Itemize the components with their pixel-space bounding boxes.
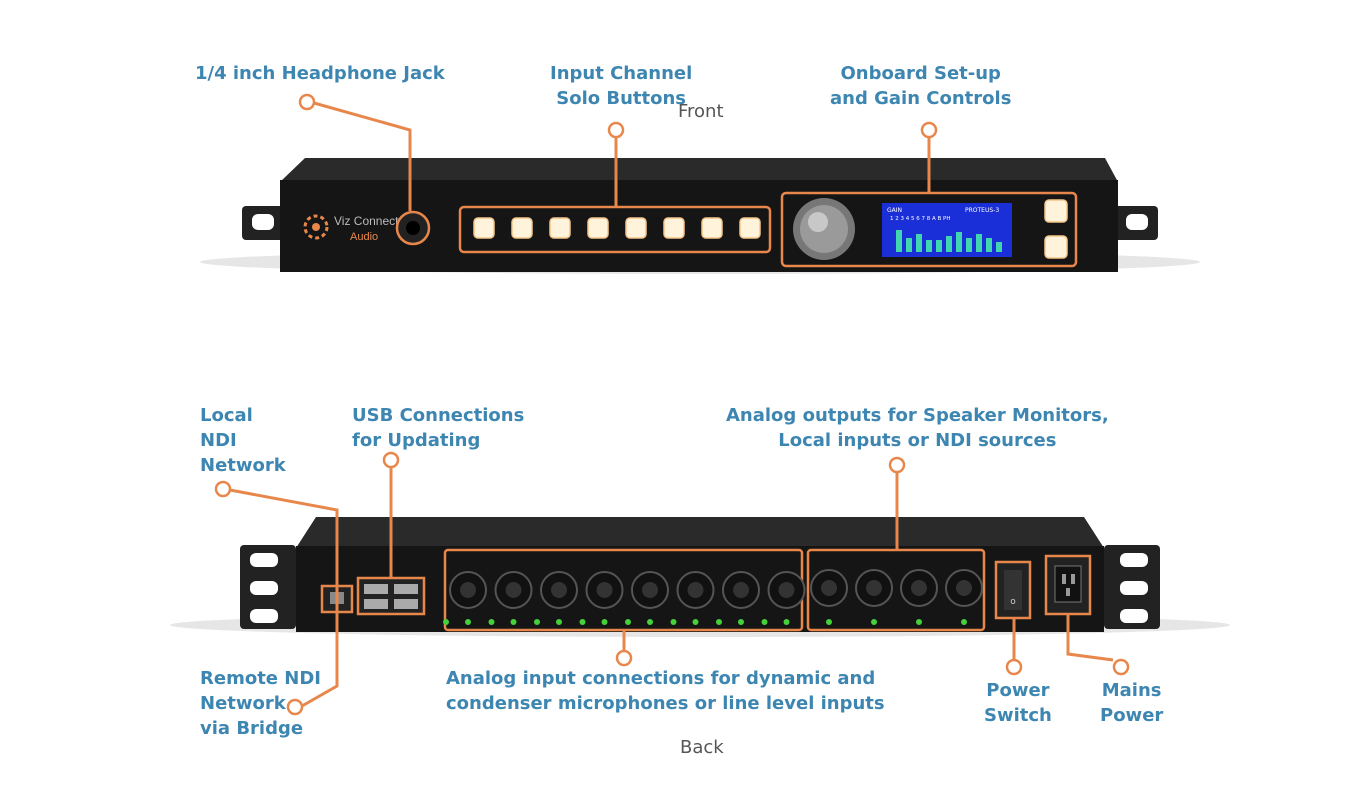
meter-bar — [986, 238, 992, 252]
signal-led — [488, 619, 495, 625]
xlr-output-core — [956, 580, 972, 596]
xlr-input-core — [505, 582, 522, 598]
signal-led — [916, 619, 922, 625]
meter-bar — [956, 232, 962, 252]
callout-lines — [229, 101, 1114, 708]
callout-headphone-jack: 1/4 inch Headphone Jack — [195, 63, 445, 84]
xlr-input-core — [460, 582, 476, 598]
meter-bar — [926, 240, 932, 252]
meter-bar — [906, 238, 912, 252]
callout-local-ndi: Local NDI Network — [200, 405, 286, 476]
signal-led — [716, 619, 722, 625]
signal-led — [601, 619, 608, 625]
solo-button-7[interactable] — [701, 217, 723, 239]
display-channels: 1 2 3 4 5 6 7 8 A B PH — [890, 216, 950, 222]
meter-bar — [896, 230, 902, 252]
xlr-inputs — [443, 571, 806, 625]
signal-led — [761, 619, 768, 625]
xlr-input-core — [642, 582, 658, 598]
solo-button-4[interactable] — [587, 217, 609, 239]
signal-led — [443, 619, 449, 625]
brand-sub: Audio — [350, 231, 378, 243]
signal-led — [670, 619, 677, 625]
xlr-input-core — [687, 582, 704, 598]
callout-remote-ndi: Remote NDI Network via Bridge — [200, 668, 321, 739]
meter-bar — [996, 242, 1002, 252]
svg-text:o: o — [1010, 597, 1016, 607]
xlr-output-core — [911, 580, 927, 596]
display-model-label: PROTEUS-3 — [965, 207, 999, 214]
menu-button-bottom[interactable] — [1044, 235, 1068, 259]
callout-mains-power: Mains Power — [1100, 680, 1164, 726]
solo-button-6[interactable] — [663, 217, 685, 239]
callout-power-switch: Power Switch — [984, 680, 1052, 726]
signal-led — [647, 619, 653, 625]
signal-led — [783, 619, 790, 625]
meter-bar — [946, 236, 952, 252]
signal-led — [510, 619, 517, 625]
solo-button-5[interactable] — [625, 217, 647, 239]
callout-solo-buttons: Input Channel Solo Buttons — [550, 63, 693, 109]
callout-setup-controls: Onboard Set-up and Gain Controls — [830, 63, 1012, 109]
mains-leader — [1066, 614, 1114, 662]
front-unit: Viz Connect Audio GAIN PROTEUS-3 1 2 3 4… — [200, 158, 1200, 274]
signal-led — [961, 619, 967, 625]
signal-led — [465, 619, 471, 625]
caption-back: Back — [680, 737, 724, 758]
display-meters — [896, 230, 1002, 252]
signal-led — [738, 619, 744, 625]
meter-bar — [976, 234, 982, 252]
meter-bar — [936, 240, 942, 252]
solo-button-3[interactable] — [549, 217, 571, 239]
brand-name: Viz Connect — [334, 214, 399, 228]
xlr-input-core — [551, 582, 567, 598]
signal-led — [826, 619, 832, 625]
solo-button-2[interactable] — [511, 217, 533, 239]
headphone-leader — [313, 101, 412, 211]
xlr-output-core — [866, 580, 882, 596]
callout-dots — [214, 93, 1130, 716]
signal-led — [625, 619, 631, 625]
xlr-outputs — [810, 569, 983, 625]
callout-usb: USB Connections for Updating — [352, 405, 525, 451]
ndi-leader — [229, 488, 339, 708]
display-gain-label: GAIN — [887, 207, 902, 214]
meter-bar — [916, 234, 922, 252]
menu-button-top[interactable] — [1044, 199, 1068, 223]
solo-button-1[interactable] — [473, 217, 495, 239]
solo-button-8[interactable] — [739, 217, 761, 239]
xlr-input-core — [596, 582, 613, 598]
solo-buttons — [473, 217, 761, 239]
signal-led — [871, 619, 877, 625]
xlr-output-core — [821, 580, 837, 596]
callout-analog-inputs: Analog input connections for dynamic and… — [446, 668, 885, 714]
callout-analog-outputs: Analog outputs for Speaker Monitors, Loc… — [726, 405, 1109, 451]
signal-led — [556, 619, 562, 625]
meter-bar — [966, 238, 972, 252]
signal-led — [579, 619, 586, 625]
xlr-input-core — [778, 582, 795, 598]
viz-logo-icon — [303, 214, 329, 240]
back-unit: o — [170, 517, 1230, 637]
signal-led — [692, 619, 699, 625]
caption-front: Front — [678, 101, 724, 122]
signal-led — [534, 619, 540, 625]
xlr-input-core — [733, 582, 749, 598]
